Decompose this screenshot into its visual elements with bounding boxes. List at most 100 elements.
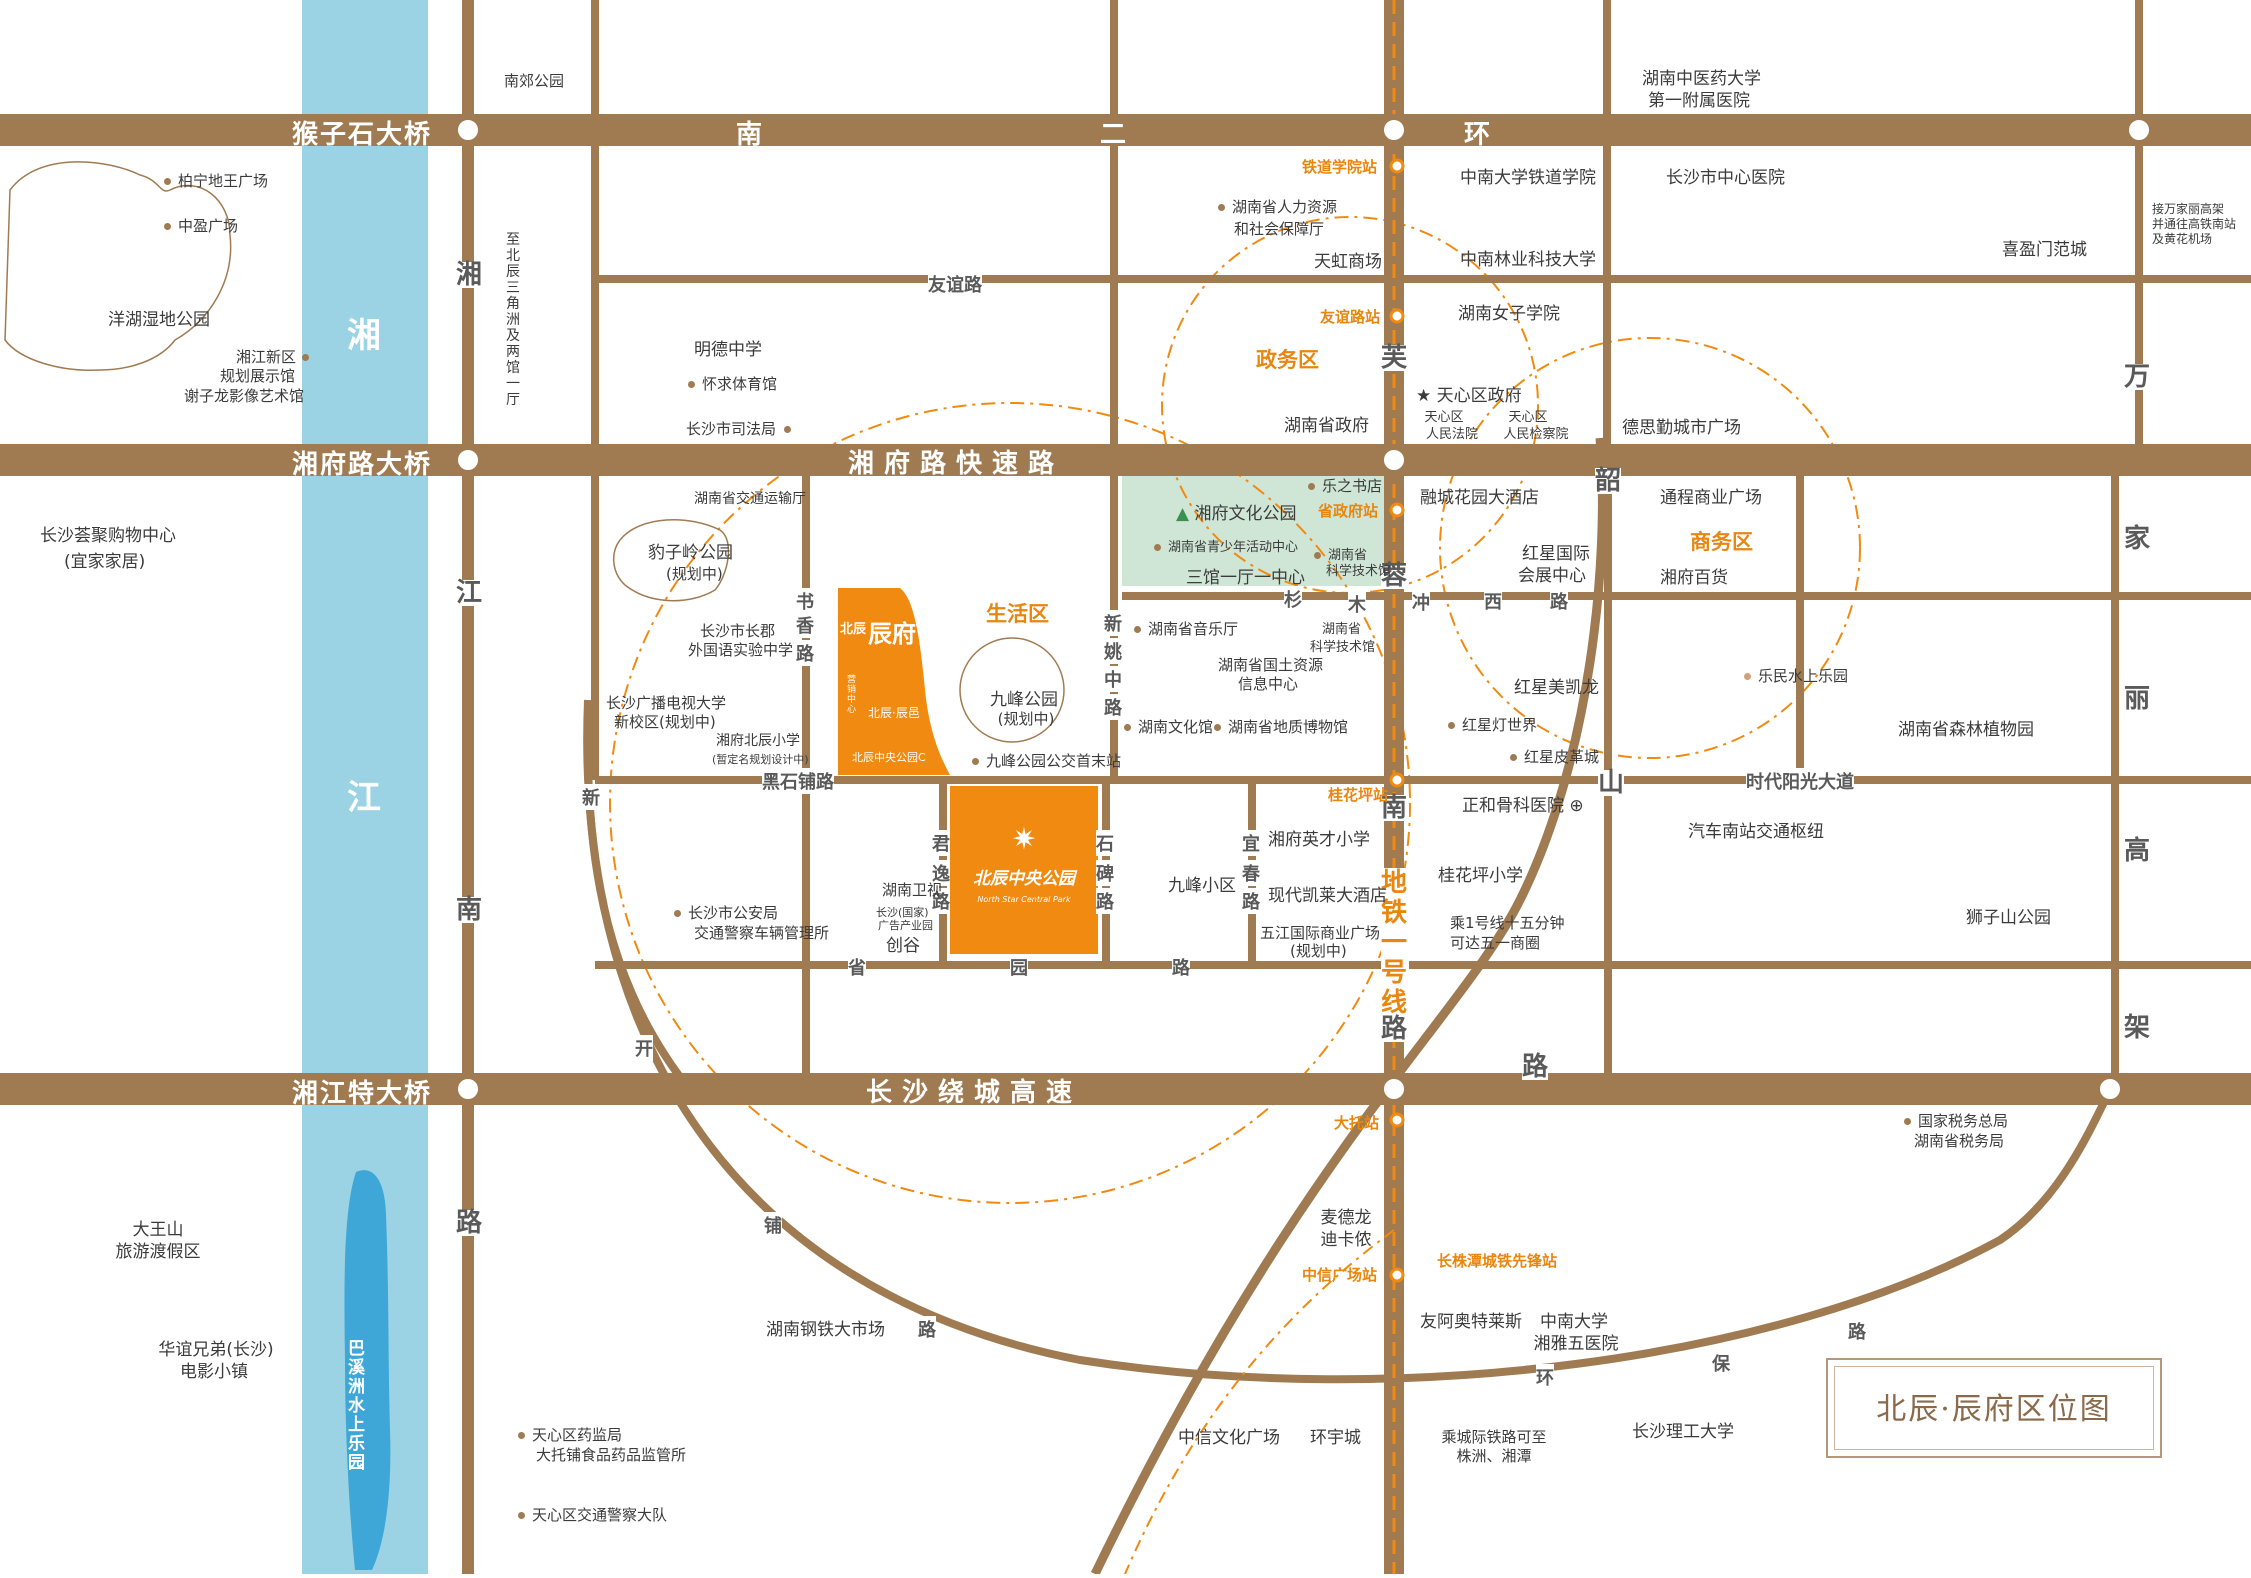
- poi-hunan-weishi[interactable]: 湖南卫视: [882, 881, 943, 899]
- poi-hongxing-1[interactable]: 红星国际: [1522, 544, 1590, 564]
- poi-wujiang-1[interactable]: 五江国际商业广场: [1260, 924, 1381, 942]
- poi-jiufeng-xiaoqu[interactable]: 九峰小区: [1168, 876, 1236, 896]
- poi-fayuan-2[interactable]: 人民法院: [1425, 427, 1479, 442]
- poi-desiqin[interactable]: 德思勤城市广场: [1622, 418, 1741, 438]
- poi-xiangfu-park[interactable]: ▲ 湘府文化公园: [1176, 504, 1296, 525]
- poi-dawangshan-1[interactable]: 大王山: [132, 1220, 184, 1240]
- poi-zhenghe[interactable]: 正和骨科医院 ⊕: [1462, 796, 1584, 817]
- poi-boning[interactable]: 柏宁地王广场: [164, 172, 268, 191]
- poi-huayi-2[interactable]: 电影小镇: [180, 1362, 248, 1382]
- poi-guanggao-1[interactable]: 长沙(国家): [876, 906, 929, 919]
- poi-wanjiali-note-2[interactable]: 并通往高铁南站: [2152, 217, 2237, 231]
- poi-youa[interactable]: 友阿奥特莱斯: [1420, 1312, 1522, 1332]
- poi-dawangshan-2[interactable]: 旅游渡假区: [115, 1242, 201, 1262]
- poi-dizhi[interactable]: 湖南省地质博物馆: [1214, 718, 1348, 737]
- poi-tianxin-zhengfu[interactable]: ★ 天心区政府: [1416, 386, 1522, 407]
- poi-meikailong[interactable]: 红星美凯龙: [1514, 678, 1599, 698]
- poi-renli-2[interactable]: 和社会保障厅: [1234, 220, 1325, 238]
- poi-xiyingmen[interactable]: 喜盈门范城: [2002, 240, 2087, 260]
- poi-jiaojing[interactable]: 天心区交通警察大队: [518, 1506, 667, 1525]
- poi-huayi-1[interactable]: 华谊兄弟(长沙): [158, 1340, 274, 1360]
- poi-zhongnan-1[interactable]: 中南大学: [1540, 1312, 1608, 1332]
- poi-yaojianju-1[interactable]: 天心区药监局: [518, 1426, 622, 1445]
- poi-baoziling-plan[interactable]: (规划中): [666, 565, 723, 583]
- poi-kejiguan2-1[interactable]: 湖南省: [1322, 622, 1362, 637]
- poi-xiangjiang-xinqu[interactable]: 湘江新区: [184, 348, 316, 367]
- poi-zhongying[interactable]: 中盈广场: [164, 217, 238, 236]
- poi-gangtie[interactable]: 湖南钢铁大市场: [766, 1320, 885, 1340]
- poi-maidelong[interactable]: 麦德龙: [1320, 1208, 1372, 1228]
- poi-kejiguan2-2[interactable]: 科学技术馆: [1310, 640, 1376, 655]
- poi-jiaotong-ting[interactable]: 湖南省交通运输厅: [694, 491, 806, 507]
- poi-pigecheng[interactable]: 红星皮革城: [1510, 748, 1599, 767]
- poi-chuanggu[interactable]: 创谷: [886, 936, 920, 956]
- poi-senlin[interactable]: 湖南省森林植物园: [1898, 720, 2034, 740]
- poi-guihuaping-xiaoxue[interactable]: 桂花坪小学: [1438, 866, 1523, 886]
- poi-shuiwu-1[interactable]: 国家税务总局: [1904, 1112, 2008, 1131]
- poi-guotu-1[interactable]: 湖南省国土资源: [1218, 656, 1324, 674]
- poi-hunan-zhengfu[interactable]: 湖南省政府: [1284, 416, 1369, 436]
- poi-jiufeng-bus[interactable]: 九峰公园公交首末站: [972, 752, 1121, 771]
- poi-nvzi[interactable]: 湖南女子学院: [1458, 304, 1560, 324]
- poi-dikanong[interactable]: 迪卡侬: [1320, 1230, 1372, 1250]
- poi-guangdian-2[interactable]: 新校区(规划中): [614, 713, 716, 731]
- poi-tianhong[interactable]: 天虹商场: [1314, 252, 1382, 272]
- poi-shuiwu-2[interactable]: 湖南省税务局: [1914, 1132, 2005, 1150]
- poi-jiufeng-park[interactable]: 九峰公园: [990, 690, 1058, 710]
- poi-dengshijie[interactable]: 红星灯世界: [1448, 716, 1537, 735]
- poi-baoziling[interactable]: 豹子岭公园: [648, 543, 733, 563]
- poi-zhongxin-yiyuan[interactable]: 长沙市中心医院: [1666, 168, 1785, 188]
- poi-chengji-2[interactable]: 株洲、湘潭: [1456, 1447, 1532, 1465]
- poi-xiezilong[interactable]: 谢子龙影像艺术馆: [184, 387, 305, 405]
- poi-guanggao-2[interactable]: 广告产业园: [878, 919, 933, 932]
- poi-shizishan[interactable]: 狮子山公园: [1966, 908, 2051, 928]
- poi-chengyi-1[interactable]: 乘1号线十五分钟: [1450, 914, 1565, 932]
- poi-wanjiali-note-1[interactable]: 接万家丽高架: [2152, 202, 2225, 216]
- poi-jianchayuan-1[interactable]: 天心区: [1508, 410, 1548, 425]
- poi-yaojianju-2[interactable]: 大托铺食品药品监管所: [536, 1446, 687, 1464]
- poi-wujiang-2[interactable]: (规划中): [1290, 942, 1347, 960]
- poi-beichen-xiaoxue[interactable]: 湘府北辰小学: [716, 733, 800, 749]
- poi-kailai[interactable]: 现代凯莱大酒店: [1268, 886, 1387, 906]
- poi-kejiguan-2[interactable]: 科学技术馆: [1326, 564, 1392, 579]
- poi-huaiqiu[interactable]: 怀求体育馆: [688, 375, 777, 394]
- poi-changjun-1[interactable]: 长沙市长郡: [700, 622, 776, 640]
- poi-ikea[interactable]: (宜家家居): [64, 552, 146, 572]
- poi-linye[interactable]: 中南林业科技大学: [1460, 250, 1596, 270]
- poi-yingcai[interactable]: 湘府英才小学: [1268, 830, 1370, 850]
- poi-fayuan-1[interactable]: 天心区: [1424, 410, 1464, 425]
- poi-changjun-2[interactable]: 外国语实验中学: [688, 641, 794, 659]
- poi-gonganju-1[interactable]: 长沙市公安局: [674, 904, 778, 923]
- poi-guotu-2[interactable]: 信息中心: [1238, 675, 1299, 693]
- poi-zhi-beichen[interactable]: 至北辰三角洲及两馆一厅: [506, 232, 520, 408]
- poi-tongcheng[interactable]: 通程商业广场: [1660, 488, 1762, 508]
- poi-zhongnan-2[interactable]: 湘雅五医院: [1533, 1334, 1619, 1354]
- poi-huiju[interactable]: 长沙荟聚购物中心: [40, 526, 176, 546]
- poi-zhongyiyao-2[interactable]: 第一附属医院: [1648, 91, 1750, 111]
- poi-guihua-zhanshi[interactable]: 规划展示馆: [220, 367, 296, 385]
- poi-zhongxin-wenhua[interactable]: 中信文化广场: [1178, 1428, 1280, 1448]
- poi-gonganju-2[interactable]: 交通警察车辆管理所: [694, 924, 830, 942]
- poi-zhongyiyao-1[interactable]: 湖南中医药大学: [1642, 69, 1761, 89]
- poi-lemin[interactable]: 乐民水上乐园: [1744, 667, 1848, 686]
- poi-chengyi-2[interactable]: 可达五一商圈: [1450, 934, 1541, 952]
- poi-rongcheng[interactable]: 融城花园大酒店: [1420, 488, 1539, 508]
- poi-guangdian-1[interactable]: 长沙广播电视大学: [606, 694, 727, 712]
- poi-chengji-1[interactable]: 乘城际铁路可至: [1441, 1428, 1547, 1446]
- poi-kejiguan-1[interactable]: 湖南省: [1314, 548, 1367, 563]
- poi-tiedao-xueyuan[interactable]: 中南大学铁道学院: [1460, 168, 1596, 188]
- poi-xiangfu-baihuo[interactable]: 湘府百货: [1660, 568, 1728, 588]
- poi-yinyueting[interactable]: 湖南省音乐厅: [1134, 620, 1238, 639]
- poi-lezhi[interactable]: 乐之书店: [1308, 477, 1382, 496]
- poi-sifaju[interactable]: 长沙市司法局: [686, 420, 798, 439]
- poi-mingde[interactable]: 明德中学: [694, 340, 762, 360]
- poi-jianchayuan-2[interactable]: 人民检察院: [1503, 427, 1569, 442]
- poi-ligong[interactable]: 长沙理工大学: [1632, 1422, 1734, 1442]
- poi-sanguan[interactable]: 三馆一厅一中心: [1186, 568, 1305, 588]
- poi-hongxing-2[interactable]: 会展中心: [1518, 566, 1586, 586]
- poi-huanyu[interactable]: 环宇城: [1310, 1428, 1361, 1448]
- poi-qichenan[interactable]: 汽车南站交通枢纽: [1688, 822, 1824, 842]
- poi-nanjiao-park[interactable]: 南郊公园: [504, 72, 565, 90]
- poi-wenhuaguan[interactable]: 湖南文化馆: [1124, 718, 1213, 737]
- poi-qingshaonian[interactable]: 湖南省青少年活动中心: [1154, 538, 1298, 557]
